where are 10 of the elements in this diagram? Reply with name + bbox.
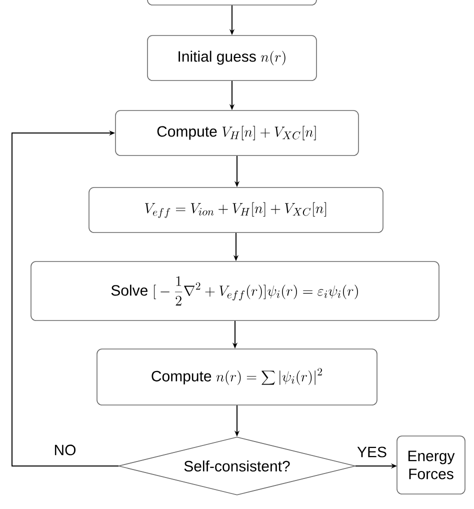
edge-label: NO: [52, 444, 78, 456]
process-box: [147, 0, 317, 6]
process-box: Solve $\Big[-\frac{1}{2}\nabla^2+V_{eff}(r)\Big]\psi_i(r)=\varepsilon_i\psi_i(r)$: [30, 261, 440, 321]
edge-label: YES: [356, 446, 388, 458]
process-box: Energy Forces: [396, 436, 466, 494]
process-box: Compute $n(r)=\sum|\psi_i(r)|^2$: [96, 348, 378, 406]
process-box: $V_{eff}=V_{ion}+V_H[n]+V_{XC}[n]$: [88, 187, 384, 233]
process-box: Initial guess $n(r)$: [147, 35, 317, 81]
process-box: Compute $V_H[n]+V_{XC}[n]$: [115, 110, 359, 156]
arrow: [12, 130, 119, 466]
